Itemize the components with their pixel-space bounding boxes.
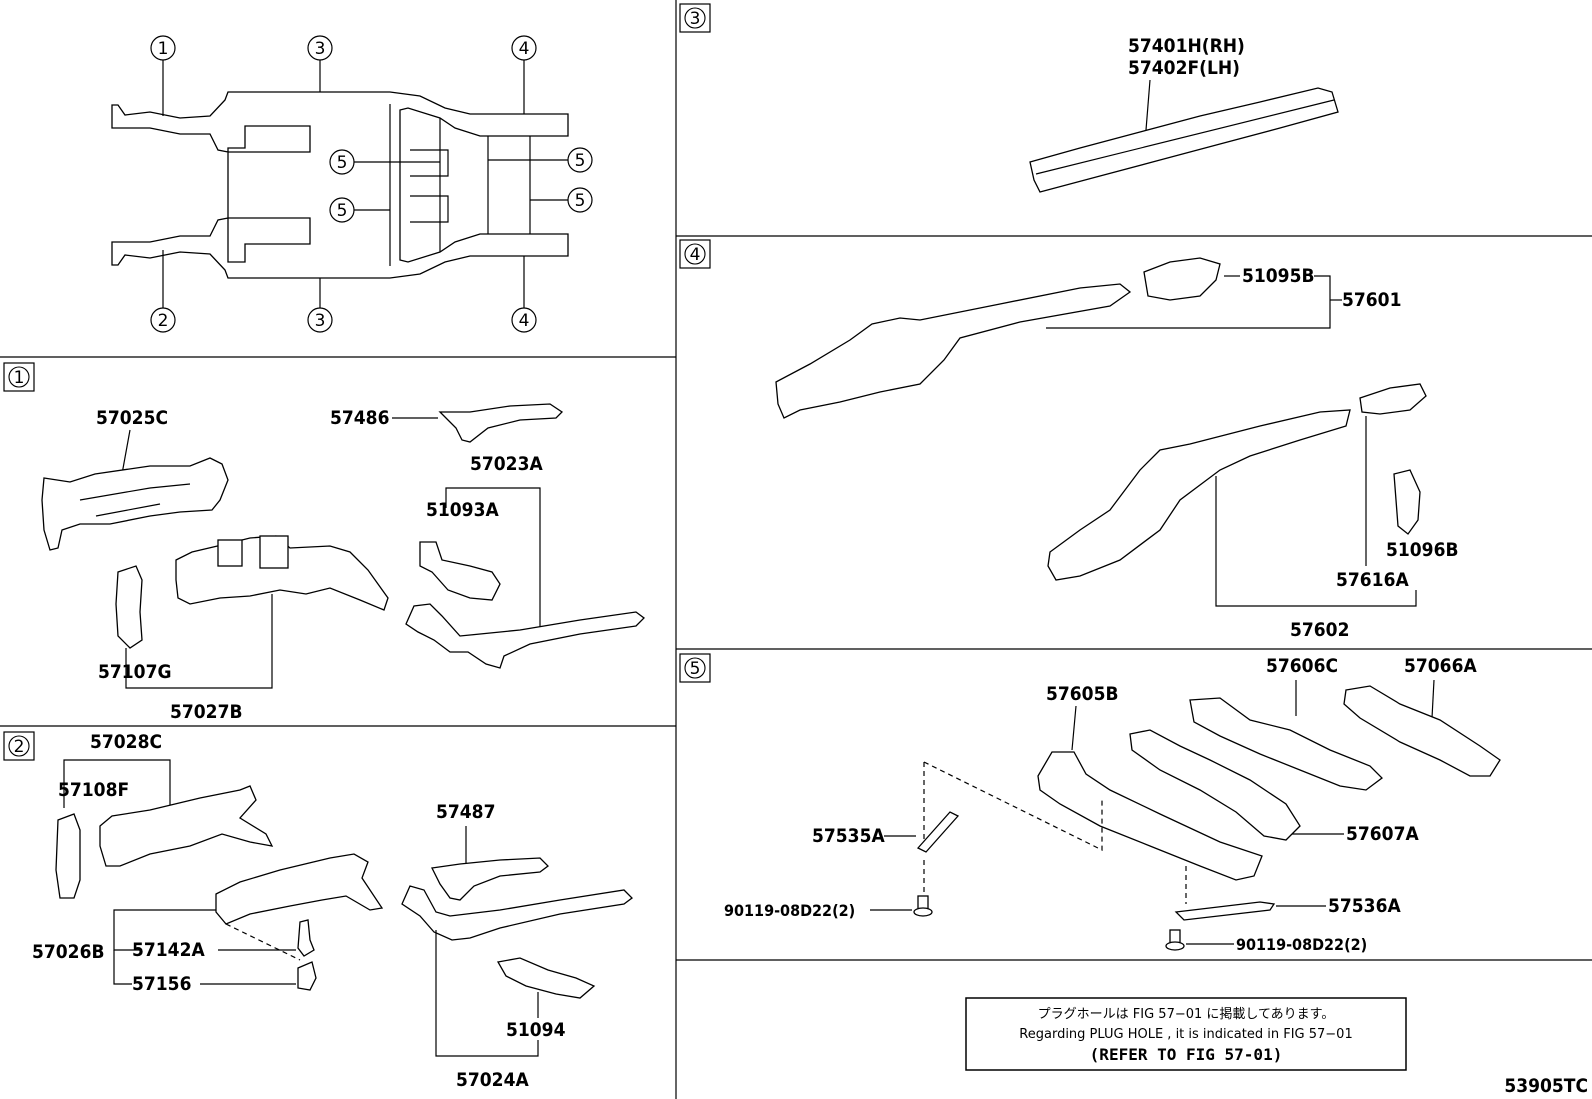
bolt-right-icon — [1165, 929, 1185, 951]
section-4-number: 4 — [690, 245, 701, 265]
overview-frame-diagram: 1 2 3 3 4 4 5 — [111, 35, 593, 333]
callout-2-top: 2 — [150, 250, 176, 333]
section-2: 2 57028C 57108F 57487 57026B 57142A 5715… — [3, 731, 633, 1091]
part-57023A — [405, 603, 645, 669]
part-label-51096B: 51096B — [1386, 539, 1459, 561]
part-57535A — [916, 811, 960, 853]
part-57142A — [297, 919, 315, 957]
part-57487 — [431, 857, 549, 901]
part-57108F — [55, 813, 81, 899]
part-label-51093A: 51093A — [426, 499, 499, 521]
part-label-57027B: 57027B — [170, 701, 243, 723]
part-label-57024A: 57024A — [456, 1069, 529, 1091]
callout-3b: 3 — [315, 311, 326, 331]
part-label-57605B: 57605B — [1046, 683, 1119, 705]
part-51095B — [1143, 257, 1221, 301]
part-label-57026B: 57026B — [32, 941, 105, 963]
part-label-57401H: 57401H(RH) — [1128, 35, 1245, 57]
part-label-bolt-right: 90119-08D22(2) — [1236, 935, 1367, 954]
section-2-number: 2 — [14, 737, 25, 757]
part-57602-rail — [1047, 409, 1351, 581]
section-4: 4 51095B 57601 51096B 57616A 57602 — [679, 239, 1459, 641]
part-label-57616A: 57616A — [1336, 569, 1409, 591]
callout-5b: 5 — [337, 201, 348, 221]
callout-4a: 4 — [519, 39, 530, 59]
callout-5-left-top: 5 — [329, 149, 440, 175]
callout-5c: 5 — [575, 151, 586, 171]
part-label-51095B: 51095B — [1242, 265, 1315, 287]
callout-2: 2 — [158, 311, 169, 331]
part-label-bolt-left: 90119-08D22(2) — [724, 901, 855, 920]
part-57024A — [401, 885, 633, 941]
note-japanese: プラグホールは FIG 57−01 に掲載してあります。 — [1038, 1006, 1335, 1022]
part-51093A — [419, 541, 501, 601]
callout-5-right-top: 5 — [488, 147, 593, 173]
section-1: 1 57025C 57486 57023A 51093A 57107G 5702… — [3, 362, 645, 723]
callout-5d: 5 — [575, 191, 586, 211]
part-57026B-rail — [215, 853, 384, 925]
part-label-57108F: 57108F — [58, 779, 129, 801]
callout-3-top: 3 — [307, 35, 333, 92]
part-57401H-57402F — [1029, 87, 1339, 193]
part-57607A — [1129, 729, 1301, 841]
part-51094 — [496, 957, 596, 999]
callout-4-bottom: 4 — [511, 256, 537, 333]
section-5: 5 57605B 57606C 57066A 57607A 57535A 901… — [679, 653, 1501, 954]
section-1-number: 1 — [14, 368, 25, 388]
part-label-57486: 57486 — [330, 407, 389, 429]
callout-1: 1 — [158, 39, 169, 59]
part-label-57606C: 57606C — [1266, 655, 1338, 677]
callout-3a: 3 — [315, 39, 326, 59]
part-label-57535A: 57535A — [812, 825, 885, 847]
part-57605B — [1037, 751, 1263, 881]
part-label-57536A: 57536A — [1328, 895, 1401, 917]
callout-5-left-bottom: 5 — [329, 197, 390, 223]
part-label-57107G: 57107G — [98, 661, 172, 683]
callout-5a: 5 — [337, 153, 348, 173]
part-57028C — [99, 785, 274, 867]
part-label-57023A: 57023A — [470, 453, 543, 475]
callout-5-right-bottom: 5 — [530, 187, 593, 213]
part-label-57607A: 57607A — [1346, 823, 1419, 845]
part-label-51094: 51094 — [506, 1019, 566, 1041]
part-57536A — [1174, 901, 1276, 921]
section-3: 3 57401H(RH) 57402F(LH) — [679, 3, 1339, 193]
part-57606C — [1189, 697, 1383, 791]
section-3-number: 3 — [690, 9, 701, 29]
callout-1-top: 1 — [150, 35, 176, 116]
callout-4b: 4 — [519, 311, 530, 331]
part-label-57402F: 57402F(LH) — [1128, 57, 1240, 79]
part-label-57602: 57602 — [1290, 619, 1349, 641]
part-label-57028C: 57028C — [90, 731, 162, 753]
part-57025C — [41, 457, 229, 551]
part-label-57142A: 57142A — [132, 939, 205, 961]
part-label-57066A: 57066A — [1404, 655, 1477, 677]
part-label-57601: 57601 — [1342, 289, 1401, 311]
part-57156 — [297, 961, 317, 991]
part-57066A — [1343, 685, 1501, 777]
part-57601-rail — [775, 283, 1132, 419]
note-english: Regarding PLUG HOLE , it is indicated in… — [1019, 1027, 1352, 1042]
part-57486 — [438, 403, 564, 443]
section-5-number: 5 — [690, 659, 701, 679]
part-51096B — [1393, 469, 1421, 535]
part-51096B-bracket — [1359, 383, 1427, 415]
part-label-57156: 57156 — [132, 973, 191, 995]
callout-3-bottom: 3 — [307, 278, 333, 333]
figure-code: 53905TC — [1504, 1075, 1588, 1097]
part-57107G — [115, 565, 143, 649]
bolt-left-icon — [913, 895, 933, 917]
part-label-57025C: 57025C — [96, 407, 168, 429]
part-label-57487: 57487 — [436, 801, 495, 823]
note-box: プラグホールは FIG 57−01 に掲載してあります。 Regarding P… — [965, 997, 1407, 1071]
note-reference: (REFER TO FIG 57-01) — [1090, 1045, 1283, 1064]
callout-4-top: 4 — [511, 35, 537, 114]
